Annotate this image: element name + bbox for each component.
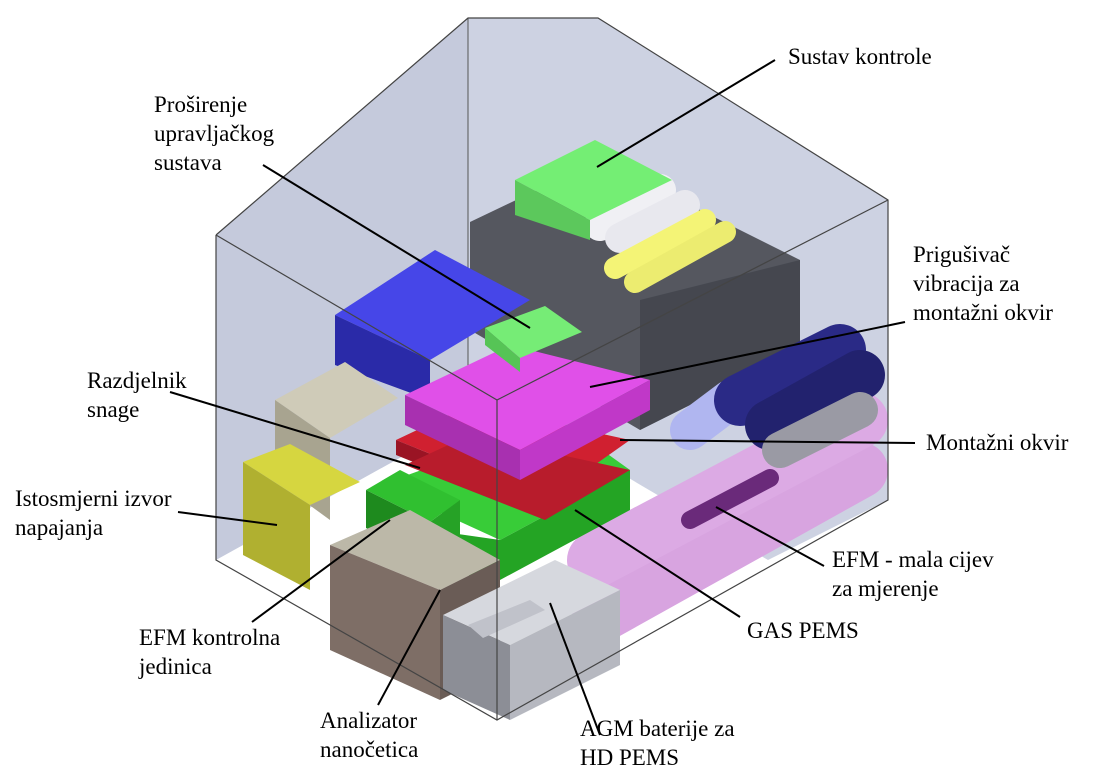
mounting-frame	[405, 306, 650, 480]
label-analizator-nanocetica: Analizator nanočetica	[320, 708, 419, 762]
label-efm-mala-cijev: EFM - mala cijev za mjerenje	[832, 547, 994, 601]
label-prigusivac-vibracija: Prigušivač vibracija za montažni okvir	[913, 242, 1053, 325]
label-agm-baterije: AGM baterije za HD PEMS	[580, 716, 735, 770]
right-cylinders	[567, 324, 888, 643]
label-prosirenje-upravljackog-sustava: Proširenje upravljačkog sustava	[154, 92, 275, 175]
blue-block	[335, 250, 530, 400]
label-razdjelnik-snage: Razdjelnik snage	[87, 368, 187, 422]
enclosure-edges	[215, 17, 889, 721]
control-cylinders	[584, 174, 736, 293]
label-montazni-okvir: Montažni okvir	[926, 430, 1069, 455]
yellow-block	[243, 444, 360, 590]
label-gas-pems: GAS PEMS	[747, 618, 859, 643]
agm-batteries	[443, 560, 620, 720]
control-system-box	[515, 140, 672, 240]
leader-lines	[169, 59, 916, 736]
label-efm-kontrolna-jedinica: EFM kontrolna jedinica	[139, 625, 281, 679]
label-istosmjerni-izvor: Istosmjerni izvor napajanja	[15, 486, 172, 540]
label-sustav-kontrole: Sustav kontrole	[788, 44, 932, 69]
